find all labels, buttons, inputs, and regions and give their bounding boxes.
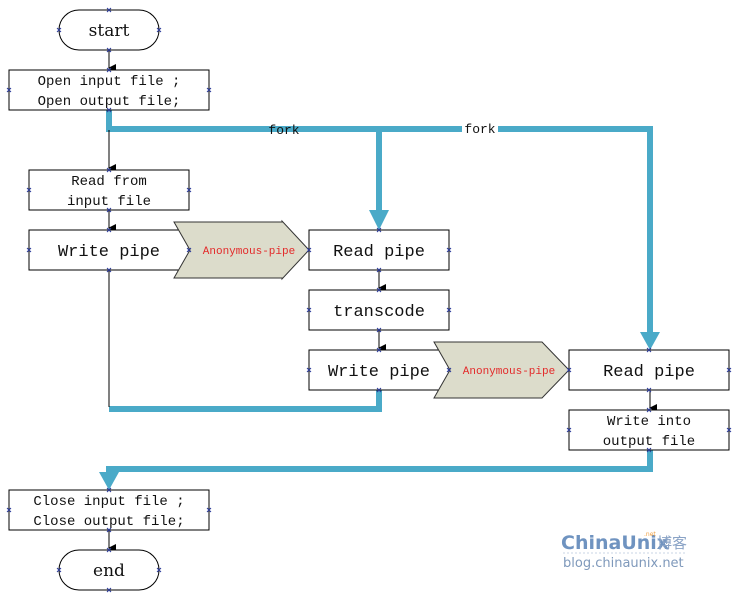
exit-arrowhead bbox=[99, 472, 119, 490]
connection-point-marker bbox=[106, 487, 112, 493]
child-exit-line bbox=[109, 390, 382, 412]
connection-point-marker bbox=[646, 407, 652, 413]
connection-point-marker bbox=[446, 307, 452, 313]
connection-point-marker bbox=[376, 387, 382, 393]
connection-point-marker bbox=[106, 267, 112, 273]
fork-label-1: fork bbox=[268, 123, 299, 138]
anonymous-pipe-1: Anonymous-pipe bbox=[173, 219, 310, 281]
grandchild-exit-line bbox=[106, 450, 653, 474]
connection-point-marker bbox=[306, 247, 312, 253]
open-files-line1: Open input file ; bbox=[38, 74, 181, 90]
connection-point-marker bbox=[56, 27, 62, 33]
connection-point-marker bbox=[726, 367, 732, 373]
start-node[interactable]: start bbox=[58, 9, 160, 51]
connection-point-marker bbox=[206, 507, 212, 513]
watermark-brand-suffix: 博客 bbox=[657, 534, 687, 552]
anonymous-pipe-2-label: Anonymous-pipe bbox=[463, 366, 555, 378]
connection-point-marker bbox=[376, 347, 382, 353]
connection-point-marker bbox=[26, 187, 32, 193]
connection-point-marker bbox=[106, 167, 112, 173]
read-input-line2: input file bbox=[67, 194, 151, 210]
connection-point-markers bbox=[6, 7, 732, 593]
connection-point-marker bbox=[446, 247, 452, 253]
connection-point-marker bbox=[6, 507, 12, 513]
write-output-node[interactable]: Write into output file bbox=[568, 409, 730, 451]
connection-point-marker bbox=[186, 247, 192, 253]
watermark-url: blog.chinaunix.net bbox=[563, 556, 684, 571]
connection-point-marker bbox=[106, 207, 112, 213]
connection-point-marker bbox=[106, 107, 112, 113]
close-files-line1: Close input file ; bbox=[33, 494, 184, 510]
connection-point-marker bbox=[376, 267, 382, 273]
connection-point-marker bbox=[186, 187, 192, 193]
write-pipe-2-node[interactable]: Write pipe bbox=[308, 349, 450, 391]
connection-point-marker bbox=[156, 27, 162, 33]
connection-point-marker bbox=[106, 67, 112, 73]
anonymous-pipe-1-label: Anonymous-pipe bbox=[203, 246, 295, 258]
start-label: start bbox=[89, 21, 130, 41]
connection-point-marker bbox=[106, 227, 112, 233]
connection-point-marker bbox=[206, 87, 212, 93]
connection-point-marker bbox=[376, 227, 382, 233]
write-output-line2: output file bbox=[603, 434, 695, 450]
watermark-net-tag: .net bbox=[644, 531, 656, 538]
connection-point-marker bbox=[646, 447, 652, 453]
open-files-node[interactable]: Open input file ; Open output file; bbox=[8, 69, 210, 111]
connection-point-marker bbox=[566, 367, 572, 373]
connection-point-marker bbox=[376, 327, 382, 333]
connection-point-marker bbox=[156, 567, 162, 573]
connection-point-marker bbox=[566, 427, 572, 433]
connection-point-marker bbox=[106, 587, 112, 593]
transcode-node[interactable]: transcode bbox=[308, 289, 450, 331]
fork-arrowhead-child bbox=[369, 210, 389, 230]
close-files-line2: Close output file; bbox=[33, 514, 184, 530]
watermark: ChinaUnix .net 博客 blog.chinaunix.net bbox=[561, 531, 687, 571]
anonymous-pipe-2: Anonymous-pipe bbox=[433, 341, 570, 399]
fork-label-2: fork bbox=[464, 122, 495, 137]
write-pipe-1-label: Write pipe bbox=[58, 243, 160, 262]
read-pipe-1-node[interactable]: Read pipe bbox=[308, 229, 450, 271]
connection-point-marker bbox=[306, 367, 312, 373]
read-pipe-2-node[interactable]: Read pipe bbox=[568, 349, 730, 391]
close-files-node[interactable]: Close input file ; Close output file; bbox=[8, 489, 210, 531]
write-output-line1: Write into bbox=[607, 414, 691, 430]
connection-point-marker bbox=[106, 7, 112, 13]
connection-point-marker bbox=[26, 247, 32, 253]
connection-point-marker bbox=[376, 287, 382, 293]
fork-arrowhead-grandchild bbox=[640, 332, 660, 350]
read-input-line1: Read from bbox=[71, 174, 147, 190]
connection-point-marker bbox=[726, 427, 732, 433]
connection-point-marker bbox=[56, 567, 62, 573]
connection-point-marker bbox=[646, 387, 652, 393]
read-pipe-2-label: Read pipe bbox=[603, 363, 695, 382]
read-input-node[interactable]: Read from input file bbox=[28, 169, 190, 211]
connection-point-marker bbox=[446, 367, 452, 373]
connection-point-marker bbox=[646, 347, 652, 353]
process-flow-lines bbox=[106, 110, 653, 474]
connection-point-marker bbox=[106, 47, 112, 53]
write-pipe-2-label: Write pipe bbox=[328, 363, 430, 382]
end-label: end bbox=[93, 561, 125, 581]
connection-point-marker bbox=[106, 527, 112, 533]
open-files-line2: Open output file; bbox=[38, 94, 181, 110]
connection-point-marker bbox=[106, 547, 112, 553]
read-pipe-1-label: Read pipe bbox=[333, 243, 425, 262]
sequence-connectors bbox=[108, 50, 657, 552]
connection-point-marker bbox=[6, 87, 12, 93]
write-pipe-1-node[interactable]: Write pipe bbox=[28, 229, 190, 271]
end-node[interactable]: end bbox=[58, 549, 160, 591]
transcode-label: transcode bbox=[333, 303, 425, 322]
watermark-brand: ChinaUnix bbox=[561, 532, 669, 554]
connection-point-marker bbox=[306, 307, 312, 313]
